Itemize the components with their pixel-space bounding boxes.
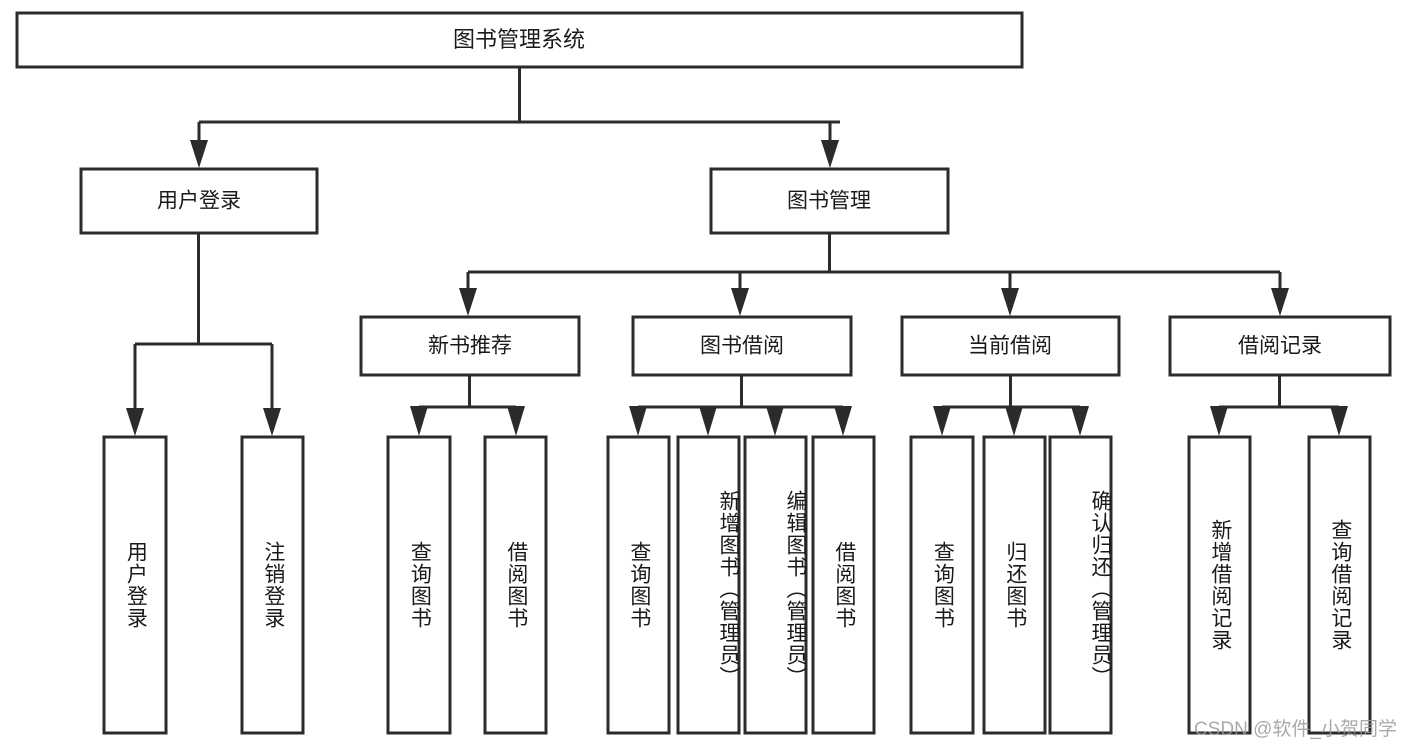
connector-books-to-level3 xyxy=(459,233,1289,316)
leaf-box-return-book[interactable] xyxy=(982,435,1047,735)
leaf-box-borrow-book-new[interactable] xyxy=(483,435,548,735)
connector-root-to-level2 xyxy=(190,67,840,168)
arrow-head-icon xyxy=(933,406,951,436)
leaf-box-query-book-current[interactable] xyxy=(909,435,975,735)
arrow-head-icon xyxy=(126,408,144,436)
leaf-box-add-record[interactable] xyxy=(1187,435,1252,735)
node-root[interactable]: 图书管理系统 xyxy=(15,11,1024,69)
arrow-head-icon xyxy=(190,140,208,168)
node-current-borrow-label: 当前借阅 xyxy=(968,335,1052,358)
arrow-head-icon xyxy=(1071,406,1089,436)
arrow-head-icon xyxy=(821,140,839,168)
arrow-head-icon xyxy=(263,408,281,436)
arrow-head-icon xyxy=(459,288,477,316)
leaf-boxes xyxy=(102,435,1372,735)
leaf-box-confirm-return-admin[interactable] xyxy=(1048,435,1113,735)
arrow-head-icon xyxy=(834,406,852,436)
connector-borrow-to-leaves xyxy=(629,375,852,436)
node-book-borrow-label: 图书借阅 xyxy=(700,335,784,358)
arrow-head-icon xyxy=(507,406,525,436)
node-new-book-recommend[interactable]: 新书推荐 xyxy=(359,315,581,377)
node-current-borrow[interactable]: 当前借阅 xyxy=(900,315,1121,377)
node-book-borrow[interactable]: 图书借阅 xyxy=(631,315,853,377)
node-borrow-records[interactable]: 借阅记录 xyxy=(1168,315,1392,377)
leaf-box-query-book-new[interactable] xyxy=(386,435,452,735)
node-borrow-records-box[interactable] xyxy=(1168,315,1392,377)
arrow-head-icon xyxy=(410,406,428,436)
arrow-head-icon xyxy=(699,406,717,436)
connector-layer xyxy=(126,67,1348,436)
node-book-management-label: 图书管理 xyxy=(787,190,871,213)
leaf-box-query-record[interactable] xyxy=(1307,435,1372,735)
node-root-box[interactable] xyxy=(15,11,1024,69)
arrow-head-icon xyxy=(766,406,784,436)
node-book-management[interactable]: 图书管理 xyxy=(709,167,950,235)
leaf-box-query-book-borrow[interactable] xyxy=(606,435,671,735)
node-user-login-box[interactable] xyxy=(79,167,319,235)
node-user-login[interactable]: 用户登录 xyxy=(79,167,319,235)
connector-records-to-leaves xyxy=(1210,375,1348,436)
node-book-borrow-box[interactable] xyxy=(631,315,853,377)
arrow-head-icon xyxy=(1330,406,1348,436)
connector-current-to-leaves xyxy=(933,375,1089,436)
node-current-borrow-box[interactable] xyxy=(900,315,1121,377)
connector-newbooks-to-leaves xyxy=(410,375,525,436)
leaf-box-user-login[interactable] xyxy=(102,435,168,735)
arrow-head-icon xyxy=(1001,288,1019,316)
node-book-management-box[interactable] xyxy=(709,167,950,235)
node-new-book-recommend-box[interactable] xyxy=(359,315,581,377)
leaf-box-add-book-admin[interactable] xyxy=(676,435,741,735)
node-new-book-recommend-label: 新书推荐 xyxy=(428,335,512,358)
arrow-head-icon xyxy=(1210,406,1228,436)
arrow-head-icon xyxy=(1271,288,1289,316)
leaf-box-edit-book-admin[interactable] xyxy=(743,435,808,735)
leaf-box-borrow-book[interactable] xyxy=(811,435,876,735)
arrow-head-icon xyxy=(1005,406,1023,436)
connector-login-to-leaves xyxy=(126,233,281,436)
leaf-box-logout[interactable] xyxy=(240,435,305,735)
watermark-text: CSDN @软件_小贺同学 xyxy=(1194,719,1397,740)
arrow-head-icon xyxy=(629,406,647,436)
node-borrow-records-label: 借阅记录 xyxy=(1238,335,1322,358)
arrow-head-icon xyxy=(731,288,749,316)
node-user-login-label: 用户登录 xyxy=(157,190,241,213)
node-root-label: 图书管理系统 xyxy=(453,27,585,52)
